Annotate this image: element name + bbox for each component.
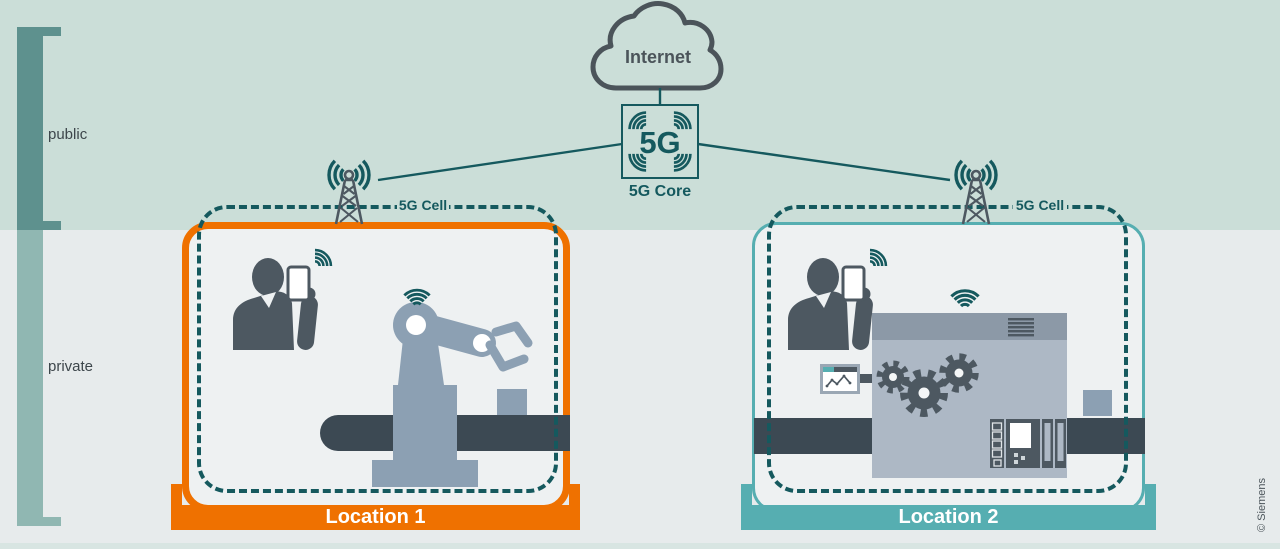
public-bracket-cap-top xyxy=(17,27,61,36)
location-1-illustration xyxy=(182,222,570,487)
location-1-footer-wing-right xyxy=(569,484,580,506)
public-bracket-bar xyxy=(17,27,43,230)
location-1-label: Location 1 xyxy=(325,506,426,528)
private-bracket-cap-bottom xyxy=(17,517,61,526)
location-1-footer-wing-left xyxy=(171,484,182,506)
location-2-footer-wing-right xyxy=(1145,484,1156,506)
location-2-5g-cell-boundary xyxy=(767,205,1128,493)
vent-grille-icon xyxy=(1008,318,1034,337)
private-zone-label: private xyxy=(48,358,94,375)
public-zone-label: public xyxy=(48,126,88,143)
copyright-note: © Siemens xyxy=(1256,478,1268,532)
plc-icon xyxy=(990,419,1066,468)
crate-icon xyxy=(1083,390,1112,416)
hmi-panel-icon xyxy=(820,364,872,394)
location-2-label: Location 2 xyxy=(898,506,999,528)
public-bracket-cap-bottom xyxy=(17,221,61,230)
crate-icon xyxy=(497,389,527,415)
private-bracket-bar xyxy=(17,230,43,526)
location-1-footer: Location 1 xyxy=(171,505,580,530)
public-zone-band xyxy=(0,0,1280,230)
location-2-footer-wing-left xyxy=(741,484,752,506)
robot-arm-icon xyxy=(372,302,533,487)
gear-icon xyxy=(876,353,979,417)
location-1-5g-cell-boundary xyxy=(197,205,558,493)
location-2-footer: Location 2 xyxy=(741,505,1156,530)
bottom-accent-strip xyxy=(0,543,1280,549)
location-2-illustration xyxy=(754,222,1145,478)
